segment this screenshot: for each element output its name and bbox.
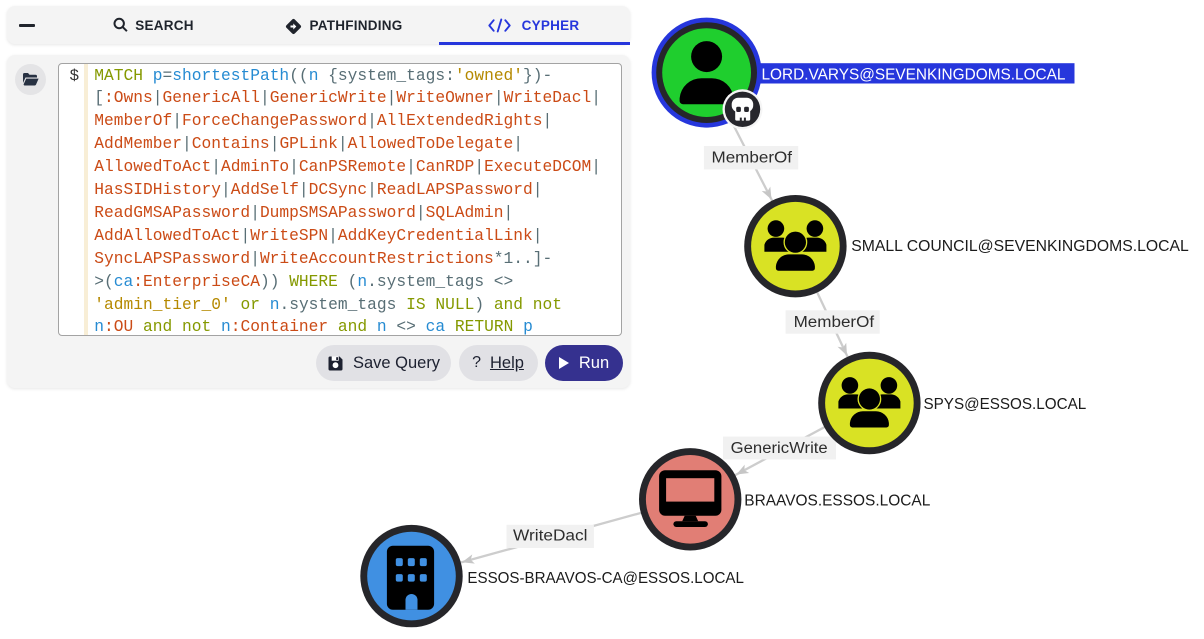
svg-text:LORD.VARYS@SEVENKINGDOMS.LOCAL: LORD.VARYS@SEVENKINGDOMS.LOCAL <box>762 67 1066 84</box>
svg-text:MemberOf: MemberOf <box>794 314 875 331</box>
svg-text:ESSOS-BRAAVOS-CA@ESSOS.LOCAL: ESSOS-BRAAVOS-CA@ESSOS.LOCAL <box>467 570 744 587</box>
svg-text:WriteDacl: WriteDacl <box>513 528 588 545</box>
svg-text:SMALL COUNCIL@SEVENKINGDOMS.LO: SMALL COUNCIL@SEVENKINGDOMS.LOCAL <box>851 238 1189 255</box>
svg-text:GenericWrite: GenericWrite <box>731 440 828 457</box>
svg-text:BRAAVOS.ESSOS.LOCAL: BRAAVOS.ESSOS.LOCAL <box>744 493 930 510</box>
svg-text:MemberOf: MemberOf <box>712 149 793 166</box>
svg-text:SPYS@ESSOS.LOCAL: SPYS@ESSOS.LOCAL <box>924 396 1087 413</box>
